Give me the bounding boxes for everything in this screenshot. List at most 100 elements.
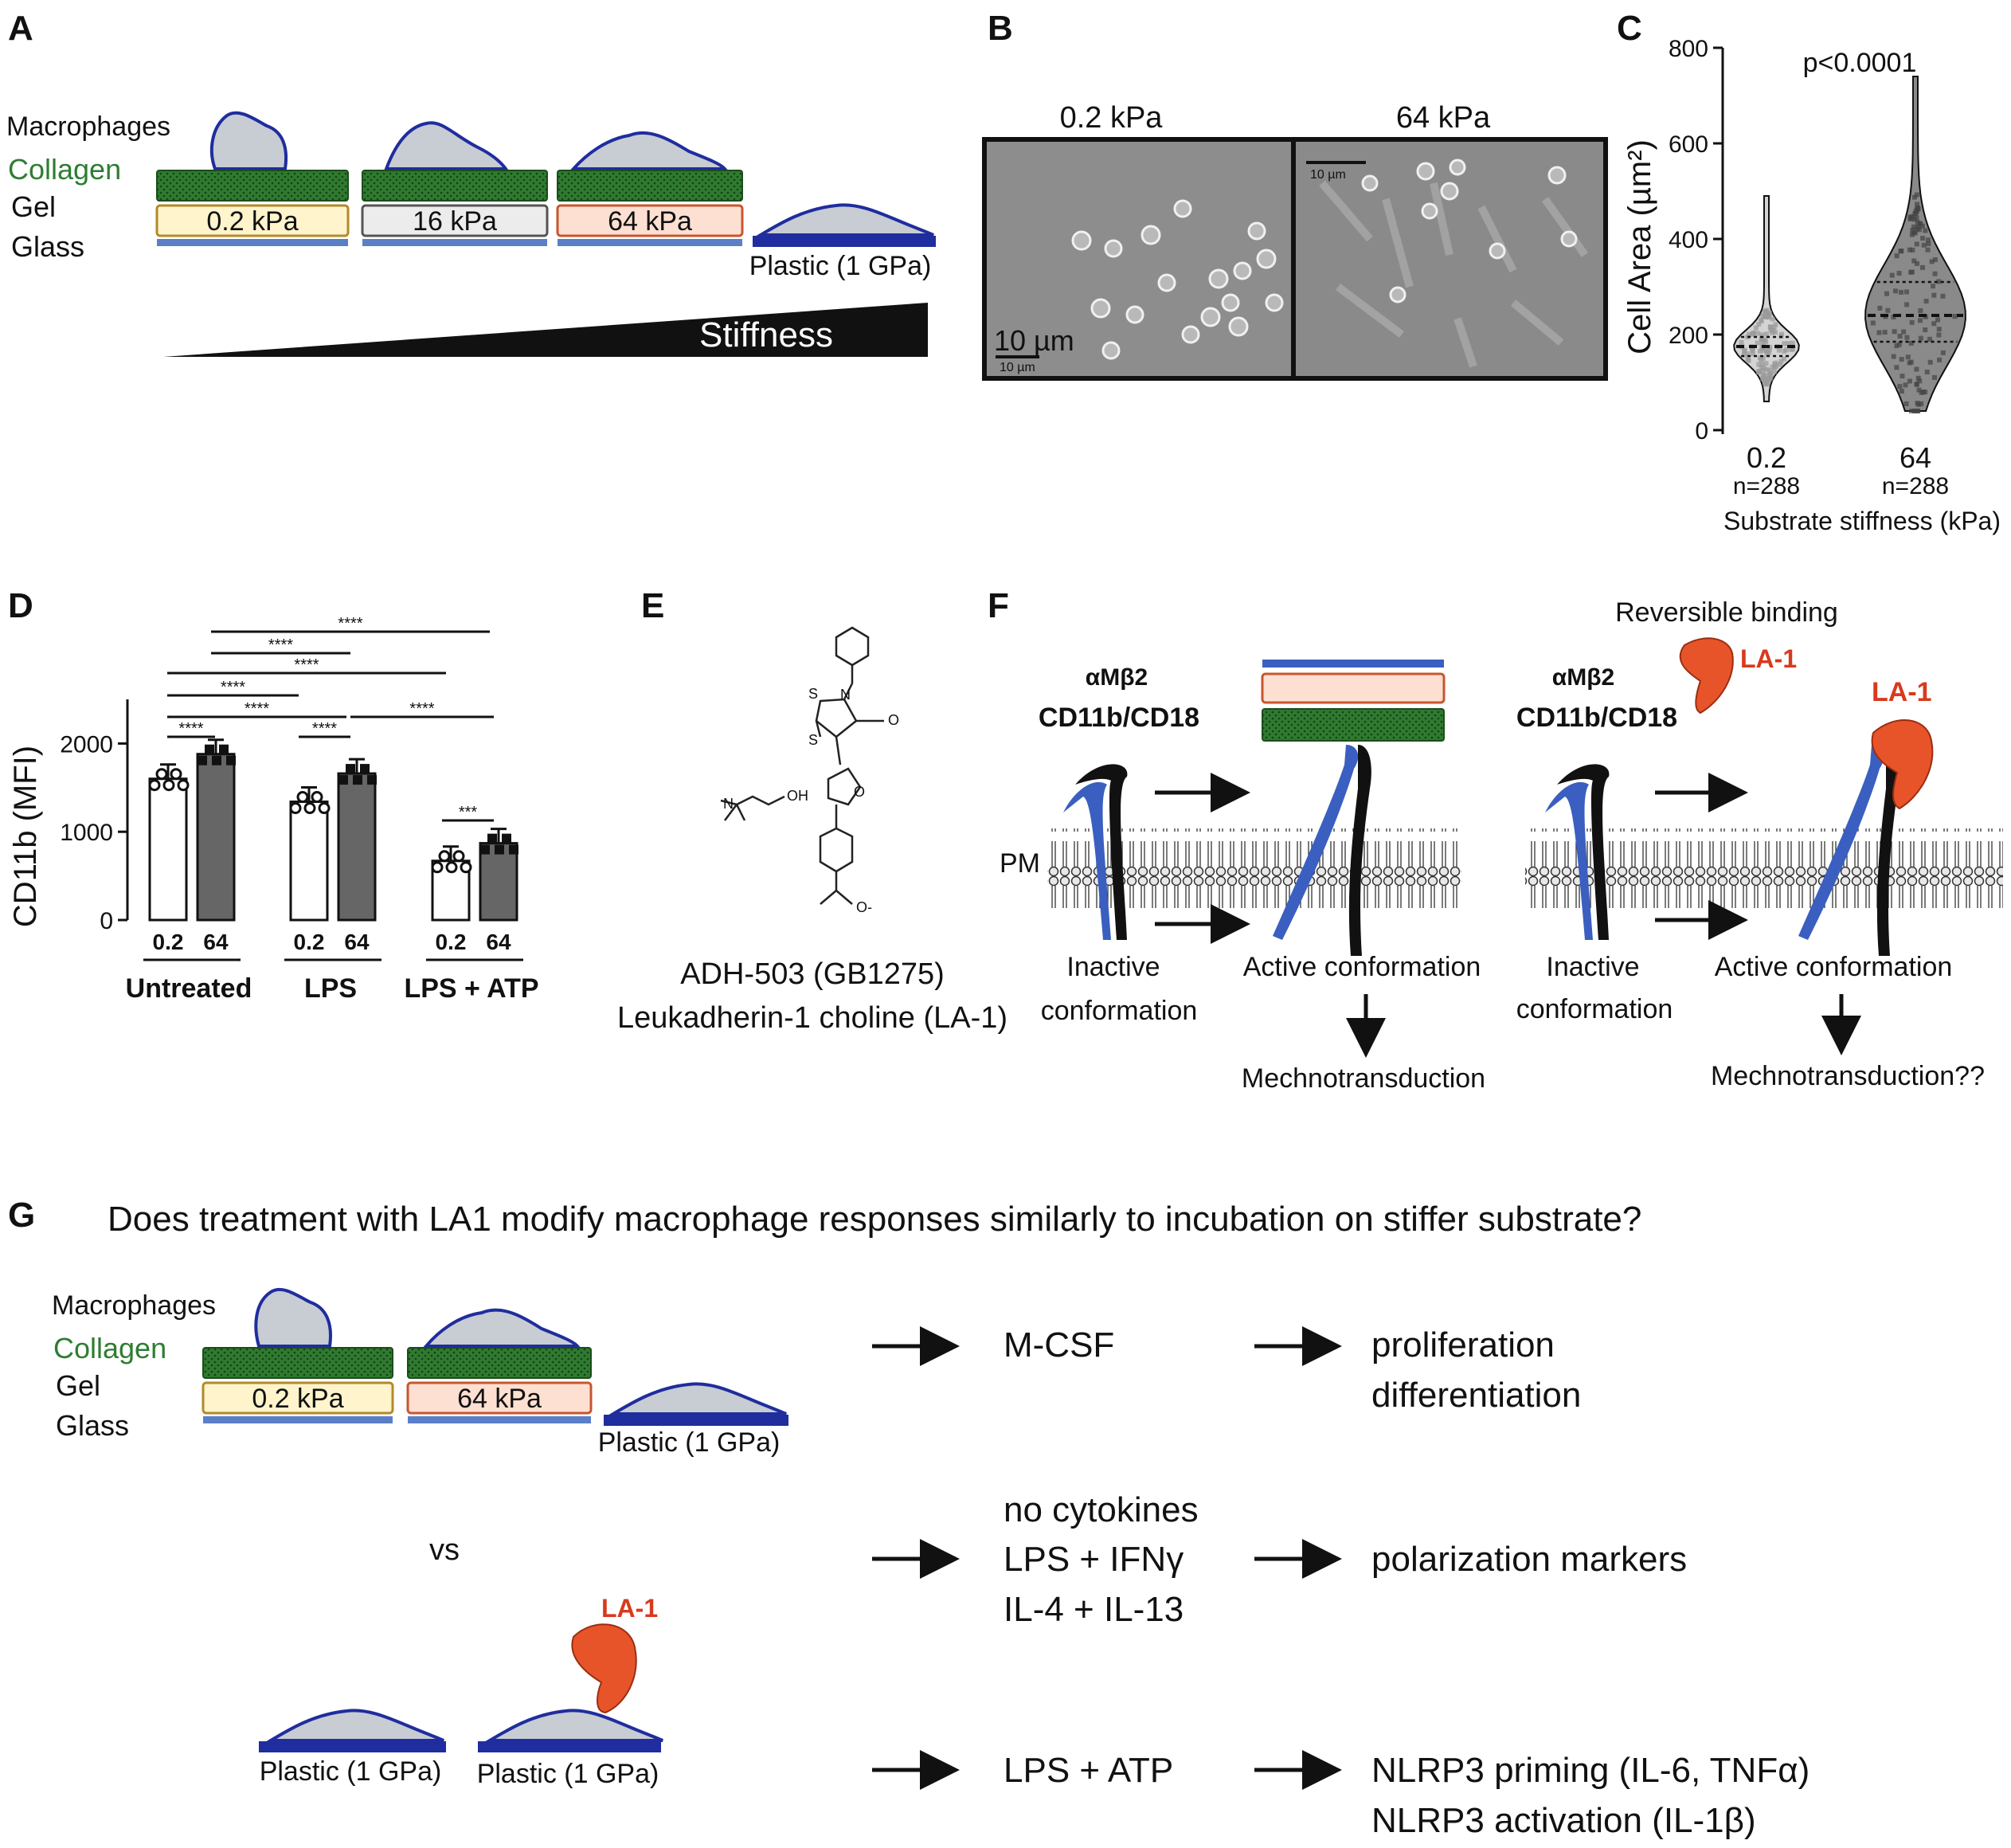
- g-plastic-untreated: Plastic (1 GPa): [259, 1709, 446, 1787]
- c-point: [1763, 361, 1769, 366]
- c-point: [1759, 362, 1765, 367]
- c-point: [1766, 368, 1772, 374]
- pm-label: PM: [1000, 848, 1040, 879]
- c-y-tick-label: 0: [1695, 418, 1708, 444]
- c-point: [1907, 378, 1912, 384]
- c-point: [1914, 260, 1919, 266]
- c-x-axis-label: Substrate stiffness (kPa): [1723, 507, 2001, 535]
- atom-o-ketone: O: [888, 712, 899, 728]
- atom-o-minus: O-: [856, 899, 872, 915]
- g-gel-label: Gel: [56, 1369, 100, 1402]
- c-point: [1761, 375, 1766, 381]
- d-group-label-lps: LPS: [304, 973, 357, 1004]
- c-point: [1786, 341, 1791, 346]
- panel-label-e: E: [641, 586, 664, 625]
- collagen-layer: [202, 1347, 393, 1379]
- la1-label-bound: LA-1: [1872, 677, 1932, 707]
- d-point: [289, 802, 302, 815]
- image-title-left: 0.2 kPa: [1060, 101, 1164, 135]
- d-bar-label: 0.2: [153, 930, 184, 954]
- row-condition: IL-4 + IL-13: [1004, 1590, 1184, 1629]
- c-point: [1751, 331, 1756, 336]
- c-point: [1877, 305, 1883, 311]
- gel-layer: [201, 1381, 394, 1415]
- gel-layer: [406, 1381, 593, 1415]
- d-sig-star: ****: [178, 720, 203, 738]
- c-point: [1918, 335, 1923, 341]
- d-point: [431, 861, 444, 874]
- panel-label-d: D: [8, 586, 33, 625]
- c-point: [1916, 387, 1922, 393]
- c-point: [1936, 327, 1942, 332]
- g-macrophages-label: Macrophages: [52, 1290, 216, 1321]
- d-sig-star: ****: [409, 700, 434, 718]
- c-point: [1870, 320, 1876, 326]
- stiffness-wedge: [163, 303, 928, 357]
- c-point: [1915, 401, 1920, 406]
- row-condition: no cytokines: [1004, 1490, 1199, 1529]
- c-point: [1920, 236, 1926, 241]
- la1-molecule-unbound: [1679, 637, 1734, 715]
- c-point: [1901, 329, 1907, 335]
- c-point: [1923, 327, 1928, 333]
- c-point: [1904, 335, 1910, 340]
- c-point: [1931, 292, 1937, 298]
- d-point: [155, 768, 168, 781]
- d-point: [445, 861, 458, 874]
- d-sig-star: ****: [312, 720, 337, 738]
- macrophage-cell: [384, 121, 509, 170]
- c-point: [1952, 314, 1958, 319]
- c-point: [1884, 291, 1889, 296]
- d-point: [346, 764, 355, 774]
- d-y-axis-label: CD11b (MFI): [8, 746, 43, 927]
- substrate-plastic: Plastic (1 GPa): [749, 203, 936, 281]
- c-point: [1772, 362, 1778, 367]
- c-point: [1759, 336, 1764, 342]
- d-point: [148, 779, 161, 792]
- c-point: [1894, 343, 1899, 349]
- integrin-inactive-left: [1063, 764, 1128, 940]
- d-bar-label: 64: [344, 930, 370, 954]
- d-point: [487, 833, 497, 844]
- micrograph-64kpa: 10 µm: [1291, 137, 1608, 381]
- row-condition: LPS + ATP: [1004, 1751, 1173, 1790]
- row-readout: proliferation: [1371, 1325, 1555, 1364]
- macrophage-cell: [483, 1709, 663, 1742]
- la1-molecule: [571, 1623, 637, 1714]
- c-x-tick-1: 64: [1899, 441, 1931, 474]
- c-point: [1753, 325, 1759, 331]
- c-point: [1760, 371, 1766, 377]
- integrin-sub-right: CD11b/CD18: [1516, 703, 1677, 733]
- macrophage-cell: [607, 1382, 787, 1415]
- c-point: [1763, 373, 1769, 378]
- c-point: [1892, 329, 1897, 335]
- d-bar-LPS + ATP-64: [479, 842, 518, 922]
- plastic-layer: [753, 236, 936, 247]
- c-point: [1776, 347, 1782, 353]
- d-sig-star: ****: [294, 656, 319, 674]
- la1-label-unbound: LA-1: [1740, 644, 1797, 673]
- c-point: [1917, 378, 1923, 384]
- c-point: [1918, 307, 1923, 313]
- c-point: [1764, 314, 1770, 319]
- c-point: [1896, 342, 1902, 347]
- d-bar-Untreated-0.2: [148, 777, 188, 922]
- c-point: [1771, 324, 1777, 330]
- plastic-label: Plastic (1 GPa): [477, 1759, 659, 1789]
- panel-label-b: B: [988, 9, 1013, 48]
- c-point: [1770, 316, 1775, 322]
- la1-label: LA-1: [601, 1594, 658, 1623]
- c-point: [1940, 350, 1946, 355]
- d-point: [495, 844, 504, 855]
- c-point: [1923, 228, 1928, 233]
- d-point: [311, 791, 323, 804]
- c-point: [1764, 351, 1770, 357]
- atom-o-furan: O: [854, 784, 865, 800]
- d-bar-Untreated-64: [196, 753, 236, 922]
- c-y-tick-label: 800: [1669, 36, 1708, 62]
- collagen-layer: [362, 170, 548, 202]
- macrophage-cell: [254, 1287, 332, 1348]
- c-point: [1778, 362, 1783, 367]
